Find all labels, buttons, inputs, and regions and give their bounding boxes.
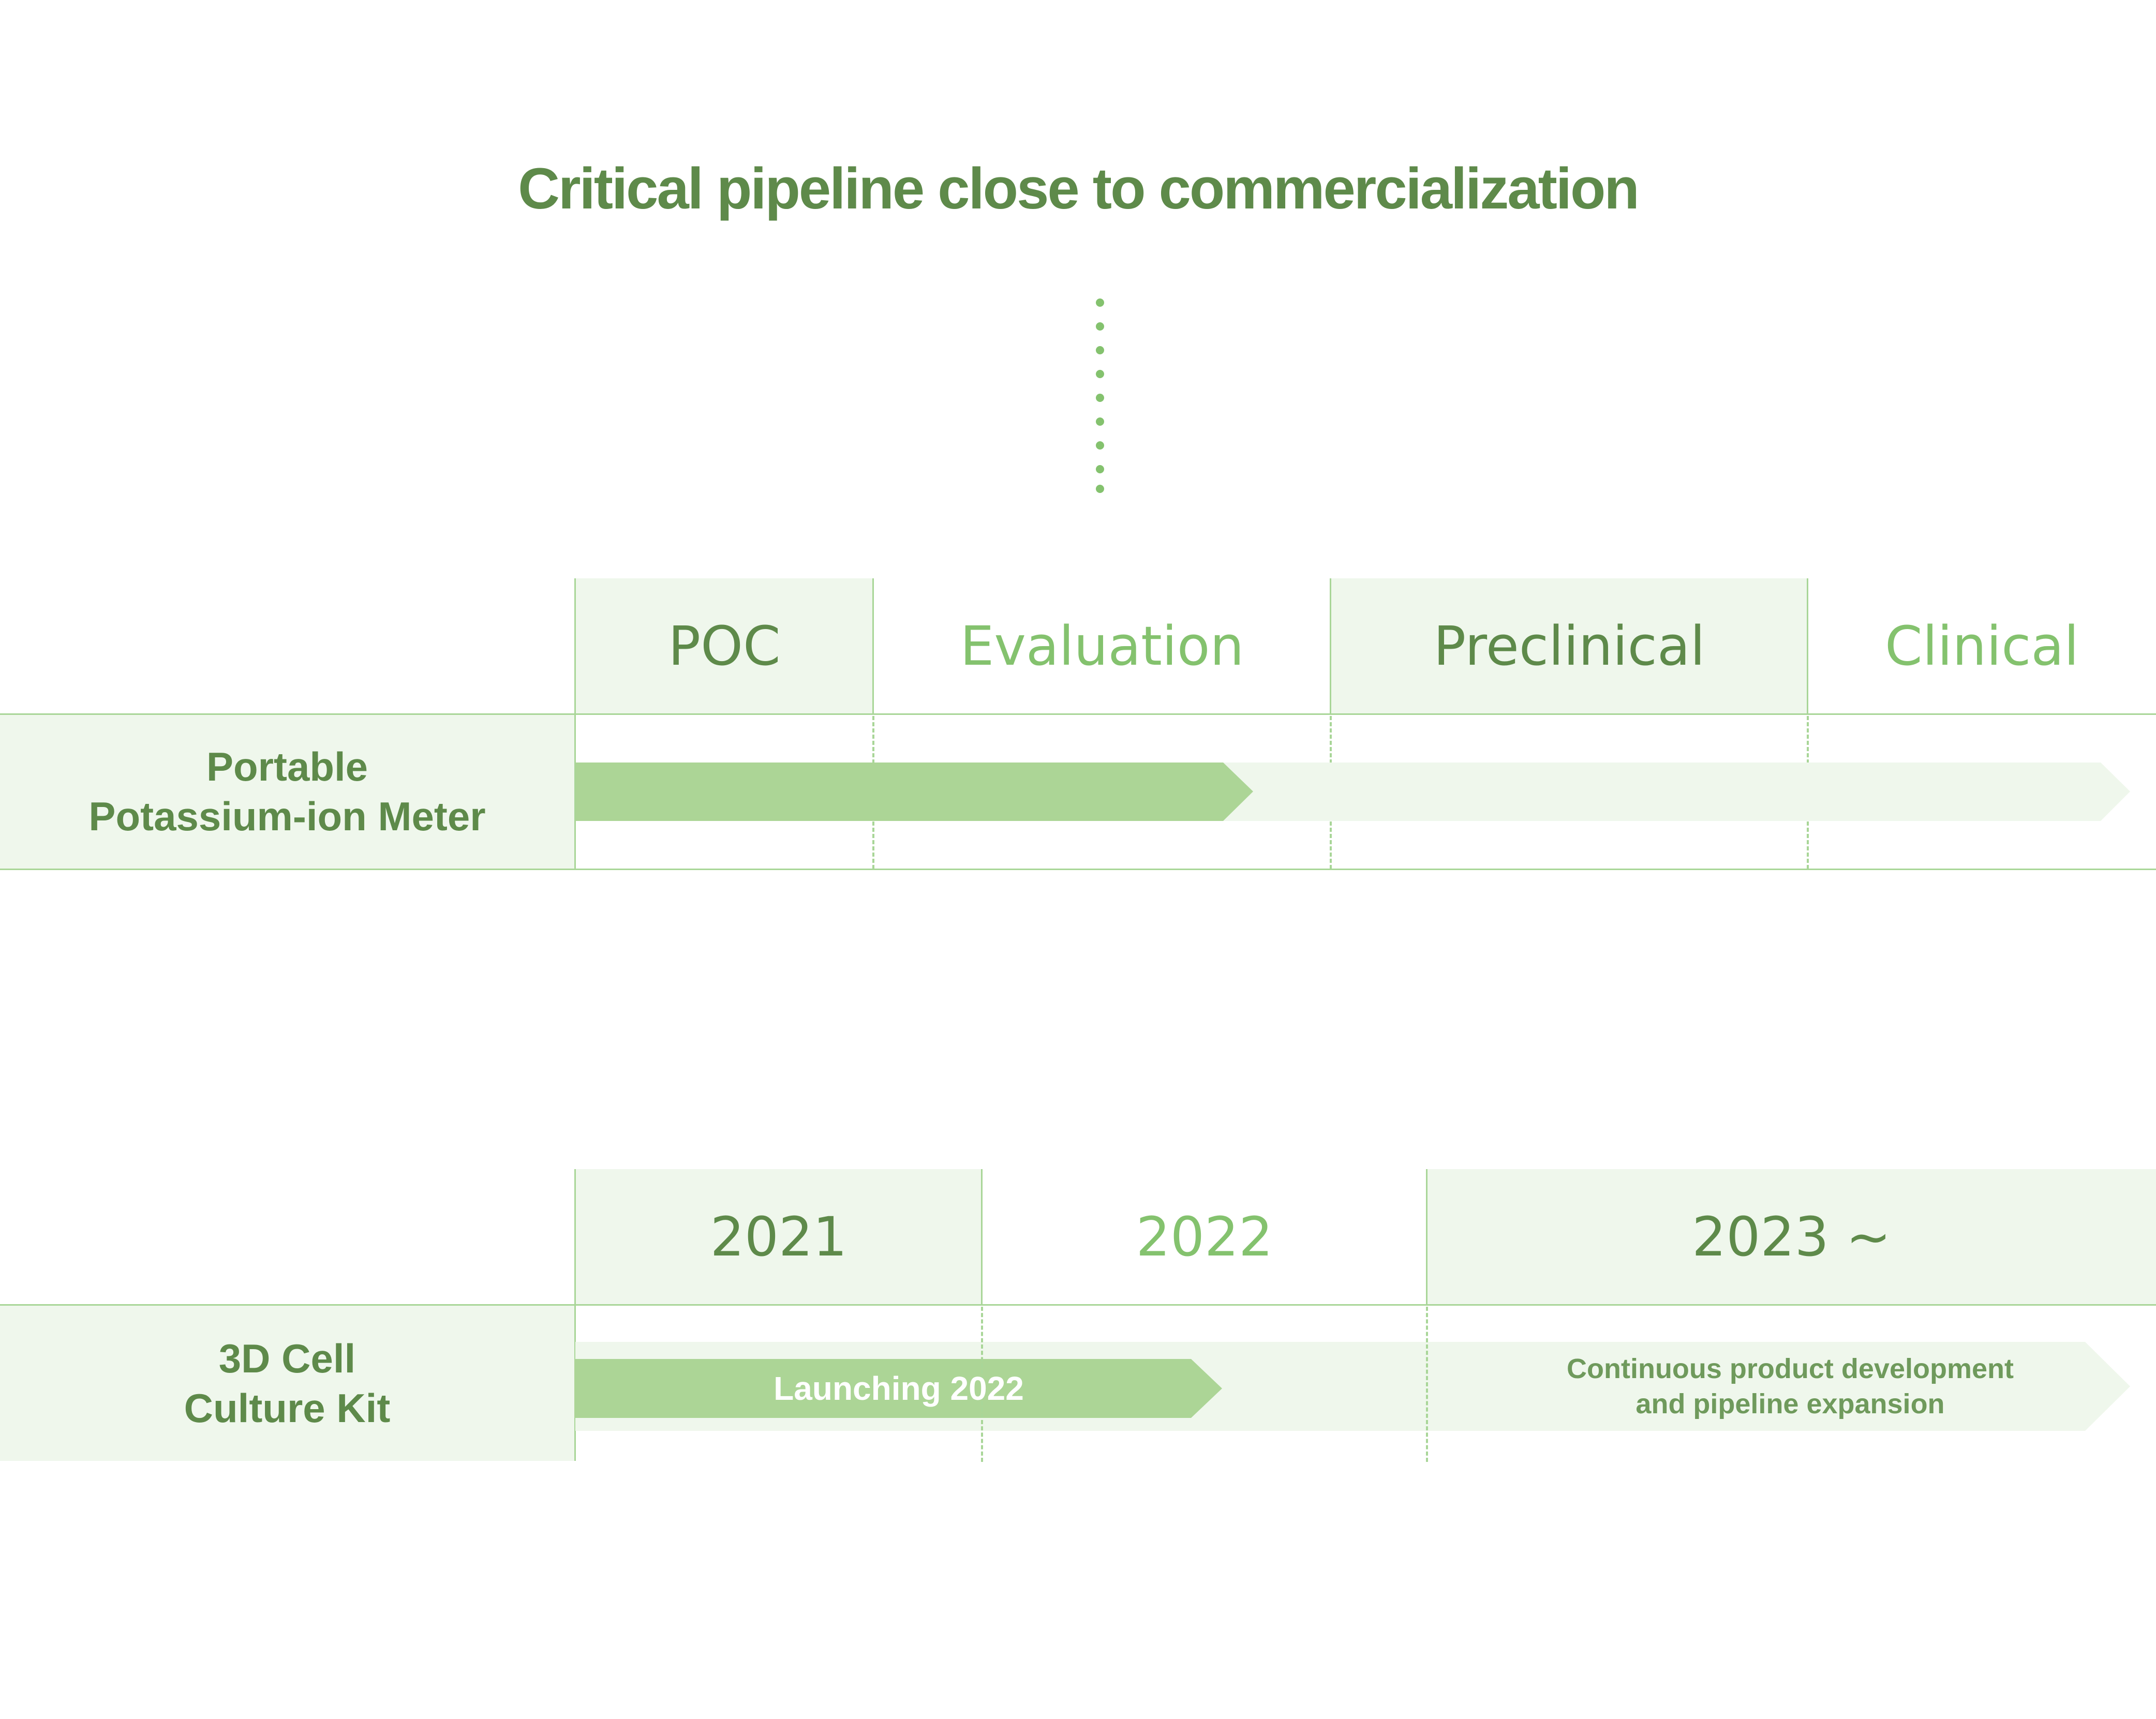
table-border (0, 1304, 2156, 1306)
table-border (1330, 578, 1331, 714)
progress-arrow (575, 763, 1253, 821)
table-border (574, 578, 576, 870)
product-label-line: Portable (206, 744, 368, 789)
year-separator (981, 1307, 983, 1462)
connector-dot (1096, 322, 1104, 331)
milestone-label: Launching 2022 (774, 1370, 1024, 1407)
page-title: Critical pipeline close to commercializa… (518, 156, 1640, 221)
table-border (0, 713, 2156, 715)
stage-header-preclinical: Preclinical (1331, 578, 1808, 714)
product-label-potassium-meter: Portable Potassium-ion Meter (0, 714, 574, 869)
product-label-line: Culture Kit (184, 1385, 391, 1431)
stage-header-poc: POC (575, 578, 873, 714)
connector-dot (1096, 465, 1104, 473)
connector-dot (1096, 485, 1104, 493)
table-border (1807, 578, 1808, 714)
product-label-line: 3D Cell (218, 1336, 356, 1381)
connector-dot (1096, 298, 1104, 307)
future-plan-line: Continuous product development (1567, 1353, 2014, 1384)
table-border (0, 869, 2156, 870)
connector-dot (1096, 394, 1104, 402)
connector-dot (1096, 417, 1104, 426)
launch-arrow (574, 1359, 1222, 1418)
table-border (872, 578, 874, 714)
connector-dot (1096, 370, 1104, 378)
table-border (1426, 1169, 1428, 1305)
stage-header-evaluation: Evaluation (960, 615, 1244, 678)
connector-dot (1096, 346, 1104, 354)
year-separator (1426, 1307, 1428, 1462)
table-border (981, 1169, 983, 1305)
stage-header-clinical: Clinical (1884, 615, 2079, 678)
year-header-2023-onward: 2023 ~ (1427, 1169, 2156, 1305)
product-label-line: Potassium-ion Meter (88, 794, 486, 839)
future-plan-line: and pipeline expansion (1635, 1388, 1945, 1419)
year-header-2021: 2021 (575, 1169, 982, 1305)
product-label-3d-cell-culture-kit: 3D Cell Culture Kit (0, 1306, 574, 1461)
future-plan-label: Continuous product development and pipel… (1444, 1342, 2137, 1431)
year-header-2022: 2022 (1136, 1205, 1273, 1268)
connector-dot (1096, 441, 1104, 450)
table-border (574, 1169, 576, 1461)
